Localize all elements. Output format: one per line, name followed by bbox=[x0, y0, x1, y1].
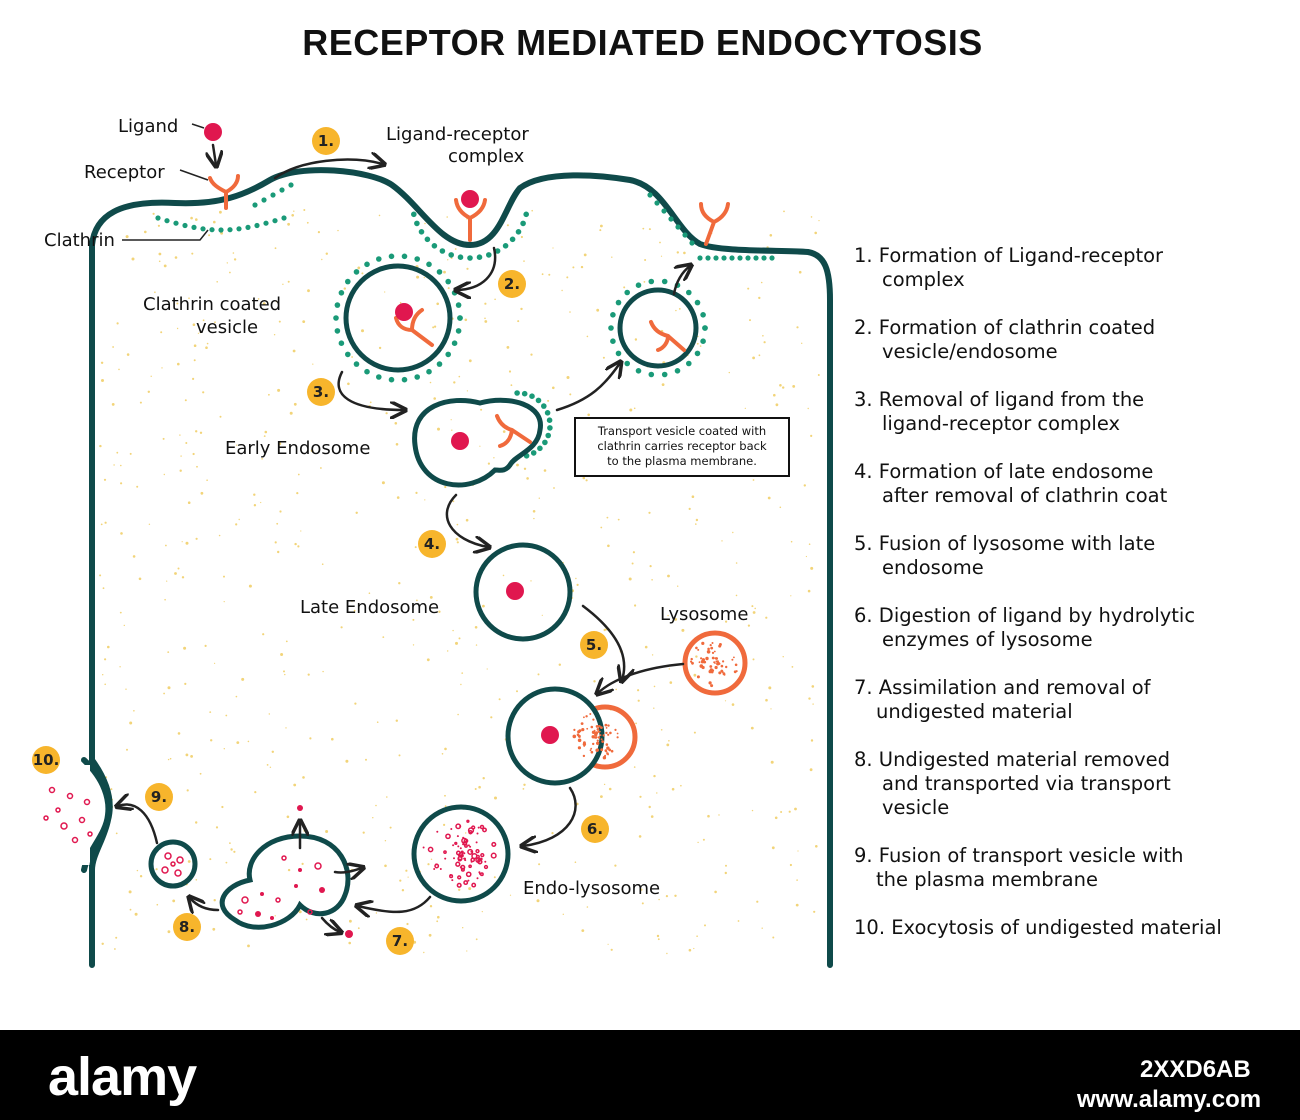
callout-line-2: clathrin carries receptor back bbox=[597, 439, 767, 453]
callout-line-1: Transport vesicle coated with bbox=[597, 424, 767, 438]
late-endosome bbox=[473, 542, 573, 642]
step-badge-7: 7. bbox=[386, 927, 414, 955]
plasma-membrane bbox=[89, 167, 833, 968]
digested-material bbox=[422, 819, 497, 888]
svg-text:10.: 10. bbox=[33, 751, 60, 769]
early-endosome bbox=[412, 397, 543, 488]
receptor-icon bbox=[699, 202, 730, 246]
step-badge-4: 4. bbox=[418, 530, 446, 558]
receptor-label: Receptor bbox=[84, 162, 165, 183]
undigested-material bbox=[161, 852, 184, 877]
step-badge-6: 6. bbox=[581, 815, 609, 843]
svg-text:9.: 9. bbox=[151, 788, 167, 806]
step-badge-8: 8. bbox=[173, 913, 201, 941]
watermark-bar bbox=[0, 1030, 1300, 1120]
hydrolytic-enzymes bbox=[690, 641, 738, 688]
endocytosis-diagram: Ligand Receptor Clathrin Ligand-receptor… bbox=[32, 116, 833, 968]
svg-text:7.: 7. bbox=[392, 932, 408, 950]
complex-label-line1: Ligand-receptor bbox=[386, 124, 529, 145]
step-badge-10: 10. bbox=[32, 746, 60, 774]
callout-line-3: to the plasma membrane. bbox=[607, 454, 757, 468]
ligand-icon bbox=[451, 432, 469, 450]
step-badge-9: 9. bbox=[145, 783, 173, 811]
ligand-label: Ligand bbox=[118, 116, 178, 137]
pathway-arrows bbox=[118, 143, 690, 932]
vesicle-label-line2: vesicle bbox=[196, 317, 258, 338]
ligand-icon bbox=[395, 303, 413, 321]
lysosome bbox=[682, 630, 748, 696]
svg-text:3.: 3. bbox=[313, 383, 329, 401]
exocytosed-material bbox=[43, 786, 93, 844]
svg-text:2.: 2. bbox=[504, 275, 520, 293]
legend-item-10: 10. Exocytosis of undigested material bbox=[854, 916, 1222, 939]
ligand-icon bbox=[506, 582, 524, 600]
complex-label-line2: complex bbox=[448, 146, 525, 167]
receptor-icon bbox=[649, 320, 686, 352]
clathrin-label: Clathrin bbox=[44, 230, 115, 251]
endo-lysosome-label: Endo-lysosome bbox=[523, 878, 660, 899]
clathrin-coated-vesicle bbox=[343, 263, 453, 373]
svg-text:8.: 8. bbox=[179, 918, 195, 936]
svg-text:6.: 6. bbox=[587, 820, 603, 838]
transport-vesicle-callout: Transport vesicle coated with clathrin c… bbox=[574, 417, 790, 477]
step-badge-2: 2. bbox=[498, 270, 526, 298]
clathrin-coat bbox=[155, 182, 775, 459]
hydrolytic-enzymes bbox=[572, 713, 619, 760]
recycling-vesicle bbox=[617, 287, 699, 369]
leader-lines bbox=[122, 123, 209, 241]
ligand-icon bbox=[204, 123, 222, 141]
svg-text:4.: 4. bbox=[424, 535, 440, 553]
early-endosome-label: Early Endosome bbox=[225, 438, 370, 459]
ligand-icon bbox=[461, 190, 479, 208]
vesicle-label-line1: Clathrin coated bbox=[143, 294, 281, 315]
step-badge-5: 5. bbox=[580, 631, 608, 659]
site-url: www.alamy.com bbox=[1077, 1086, 1262, 1113]
svg-text:5.: 5. bbox=[586, 636, 602, 654]
alamy-logo: alamy bbox=[48, 1047, 197, 1107]
receptor-icon bbox=[394, 308, 434, 347]
transport-vesicle bbox=[148, 839, 198, 889]
receptor-icon bbox=[208, 174, 240, 210]
endo-lysosome bbox=[411, 804, 511, 904]
undigested-material bbox=[237, 855, 325, 920]
step-badge-3: 3. bbox=[307, 378, 335, 406]
late-endosome-label: Late Endosome bbox=[300, 597, 439, 618]
lysosome-label: Lysosome bbox=[660, 604, 748, 625]
diagram-title: RECEPTOR MEDIATED ENDOCYTOSIS bbox=[302, 22, 983, 63]
image-id: 2XXD6AB bbox=[1140, 1056, 1251, 1083]
receptor-icon bbox=[495, 414, 532, 448]
step-badge-1: 1. bbox=[312, 127, 340, 155]
ligand-icon bbox=[541, 726, 559, 744]
receptor-icon bbox=[454, 198, 487, 242]
svg-text:1.: 1. bbox=[318, 132, 334, 150]
